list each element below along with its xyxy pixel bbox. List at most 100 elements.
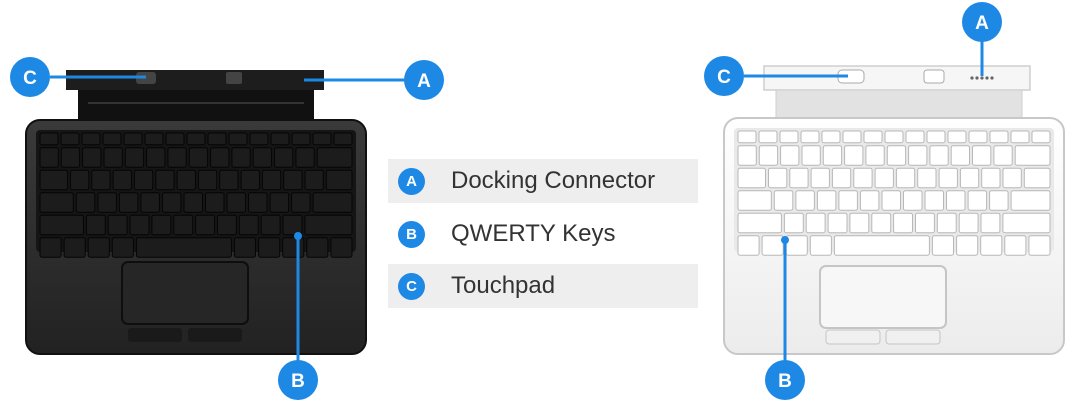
keycap (217, 214, 237, 236)
keycap (291, 132, 311, 146)
keycap (950, 145, 971, 166)
keycap (805, 212, 826, 234)
keycap (893, 212, 913, 234)
light-dock-connector-mid (923, 69, 945, 84)
keycap (881, 190, 901, 211)
keycap (959, 167, 980, 189)
keycap (188, 147, 209, 168)
keycap (1002, 212, 1051, 234)
keycap (155, 169, 175, 191)
keycap (972, 145, 992, 166)
keycap (810, 167, 830, 189)
keycap (70, 169, 90, 191)
light-touchpad-button-left (825, 329, 881, 345)
light-callout-c-letter: C (717, 67, 731, 88)
keycap (849, 212, 870, 234)
keycap (980, 212, 1001, 234)
dark-touchpad-button-right (188, 328, 242, 342)
keycap (1002, 167, 1022, 189)
keycap (800, 130, 820, 144)
dark-touchpad-button-left (128, 328, 182, 342)
keycap (312, 192, 353, 213)
keycap (87, 237, 110, 258)
keycap (908, 145, 928, 166)
keycap (107, 214, 128, 236)
keycap (737, 145, 757, 166)
keycap (306, 237, 329, 258)
keycap (60, 132, 80, 146)
keycap (274, 147, 294, 168)
keycap (816, 190, 837, 211)
keycap (833, 235, 930, 256)
keycap (874, 167, 894, 189)
keycap (123, 132, 143, 146)
keycap (197, 169, 218, 191)
keycap (205, 192, 225, 213)
keycap (737, 130, 757, 144)
dark-callout-c: C (10, 57, 146, 97)
keycap (821, 130, 841, 144)
keycap (195, 214, 216, 236)
dark-callout-a-letter: A (417, 71, 431, 92)
keycap (249, 132, 269, 146)
keycap (282, 237, 305, 258)
keycap (929, 145, 949, 166)
keycap (39, 237, 62, 258)
light-touchpad-button-right (885, 329, 941, 345)
keycap (176, 169, 196, 191)
light-touchpad (819, 265, 947, 329)
keycap (871, 212, 892, 234)
keycap (258, 237, 281, 258)
legend-badge-a: A (398, 167, 425, 195)
keycap (295, 147, 315, 168)
keycap (737, 167, 766, 189)
keycap (240, 169, 260, 191)
keycap (75, 192, 96, 213)
keycap (859, 190, 880, 211)
keycap (827, 212, 848, 234)
keycap (968, 130, 988, 144)
dark-dock-bar (66, 70, 324, 90)
keycap (133, 169, 154, 191)
dark-callout-a: A (304, 60, 444, 100)
dark-callout-b-letter: B (291, 371, 305, 392)
keycap (915, 212, 935, 234)
keycap (207, 132, 227, 146)
keycap (260, 214, 281, 236)
keycap (795, 190, 815, 211)
keycap (102, 132, 122, 146)
keycap (773, 190, 794, 211)
keycap (282, 214, 303, 236)
keycap (226, 192, 246, 213)
light-callout-b-letter: B (778, 371, 792, 392)
keycap (146, 147, 166, 168)
keycap (947, 130, 967, 144)
keycap (140, 192, 160, 213)
keycap (144, 132, 164, 146)
keycap (219, 169, 239, 191)
keycap (801, 145, 821, 166)
light-callout-a-letter: A (975, 13, 989, 34)
legend-item-docking-connector: A Docking Connector (388, 159, 698, 203)
legend-label-docking-connector: Docking Connector (451, 167, 656, 194)
keycap (330, 237, 353, 258)
keycap (97, 192, 117, 213)
legend-label-qwerty-keys: QWERTY Keys (451, 220, 616, 247)
keycap (924, 190, 944, 211)
keycap (783, 212, 804, 234)
keycap (1010, 130, 1030, 144)
keycap (228, 132, 248, 146)
keycap (312, 132, 332, 146)
keycap (895, 167, 916, 189)
keycap (737, 235, 760, 256)
keycap (111, 237, 134, 258)
keycap (304, 169, 324, 191)
keycap (967, 190, 988, 211)
dark-callout-b: B (278, 232, 318, 400)
keycap (60, 147, 81, 168)
keycap (886, 145, 907, 166)
keycap (39, 169, 68, 191)
keycap (269, 192, 290, 213)
keycap (63, 237, 86, 258)
keycap (917, 167, 937, 189)
